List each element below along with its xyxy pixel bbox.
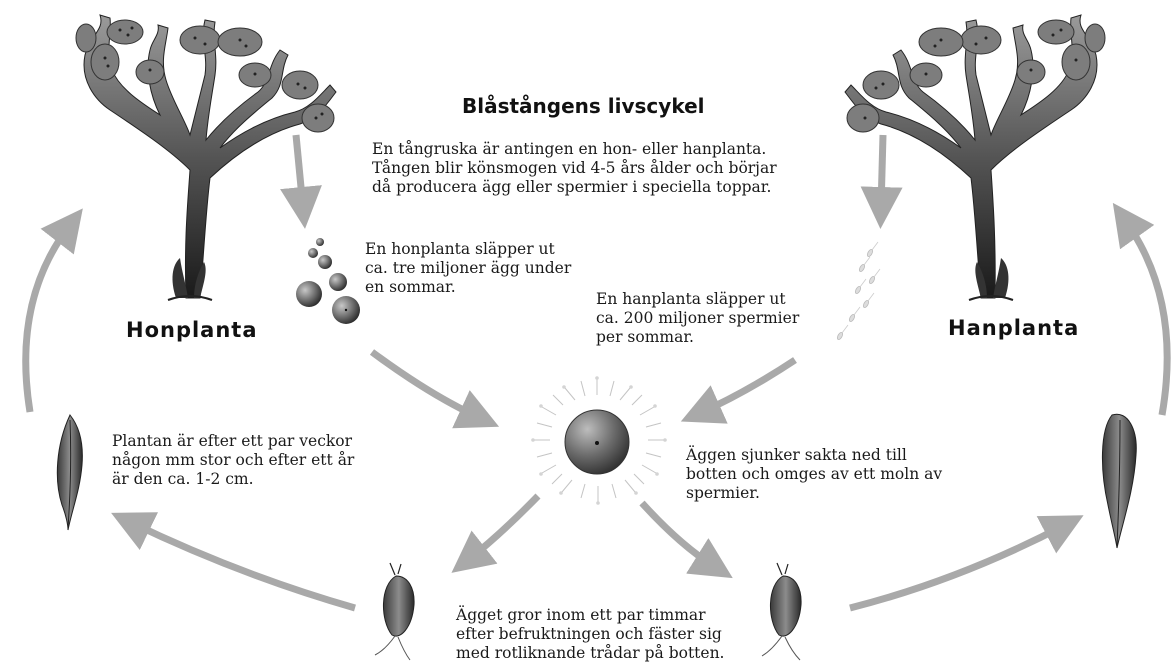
male-plant-label: Hanplanta: [948, 316, 1079, 340]
arrow-young-plant-to-male: [1125, 220, 1167, 415]
eggs-release-line: En honplanta släpper ut: [365, 240, 571, 259]
arrow-zygote-to-right-germling: [642, 503, 715, 567]
intro-line: då producera ägg eller spermier i specie…: [372, 178, 777, 197]
young-plant-line: Plantan är efter ett par veckor: [112, 432, 354, 451]
diagram-title: Blåstångens livscykel: [462, 94, 705, 118]
arrow-female-to-eggs: [296, 135, 303, 208]
sinking-line: botten och omges av ett moln av: [686, 465, 942, 484]
young-plant-line: någon mm stor och efter ett år: [112, 451, 354, 470]
young-plant-line: är den ca. 1-2 cm.: [112, 470, 354, 489]
germination-line: efter befruktningen och fäster sig: [456, 625, 725, 644]
sinking-line: spermier.: [686, 484, 942, 503]
germination-text: Ägget gror inom ett par timmar efter bef…: [456, 606, 725, 663]
germination-line: med rotliknande trådar på botten.: [456, 644, 725, 663]
sperm-release-line: En hanplanta släpper ut: [596, 290, 799, 309]
released-sperm-icon: [836, 242, 880, 340]
right-germling-icon: [762, 563, 801, 660]
left-young-plant-icon: [57, 415, 82, 530]
arrow-male-to-sperm: [881, 135, 883, 208]
arrow-eggs-to-zygote: [372, 352, 480, 418]
intro-text: En tångruska är antingen en hon- eller h…: [372, 140, 777, 197]
intro-line: Tången blir könsmogen vid 4-5 års ålder …: [372, 159, 777, 178]
sperm-release-text: En hanplanta släpper ut ca. 200 miljoner…: [596, 290, 799, 347]
intro-line: En tångruska är antingen en hon- eller h…: [372, 140, 777, 159]
germination-line: Ägget gror inom ett par timmar: [456, 606, 725, 625]
arrow-zygote-to-left-germling: [468, 496, 538, 560]
arrow-young-plant-to-female: [26, 225, 70, 412]
female-plant-label: Honplanta: [126, 318, 258, 342]
arrow-sperm-to-zygote: [700, 360, 795, 413]
released-eggs-icon: [296, 238, 360, 324]
arrow-germling-to-young-plant: [130, 522, 355, 608]
young-plant-text: Plantan är efter ett par veckor någon mm…: [112, 432, 354, 489]
sperm-release-line: ca. 200 miljoner spermier: [596, 309, 799, 328]
sinking-text: Äggen sjunker sakta ned till botten och …: [686, 446, 942, 503]
left-germling-icon: [375, 563, 414, 660]
eggs-release-text: En honplanta släpper ut ca. tre miljoner…: [365, 240, 571, 297]
eggs-release-line: ca. tre miljoner ägg under: [365, 259, 571, 278]
right-young-plant-icon: [1102, 414, 1136, 548]
sinking-line: Äggen sjunker sakta ned till: [686, 446, 942, 465]
arrow-germling-to-right-young-plant: [850, 525, 1065, 608]
sperm-release-line: per sommar.: [596, 328, 799, 347]
fertilized-egg-icon: [531, 376, 667, 505]
eggs-release-line: en sommar.: [365, 278, 571, 297]
